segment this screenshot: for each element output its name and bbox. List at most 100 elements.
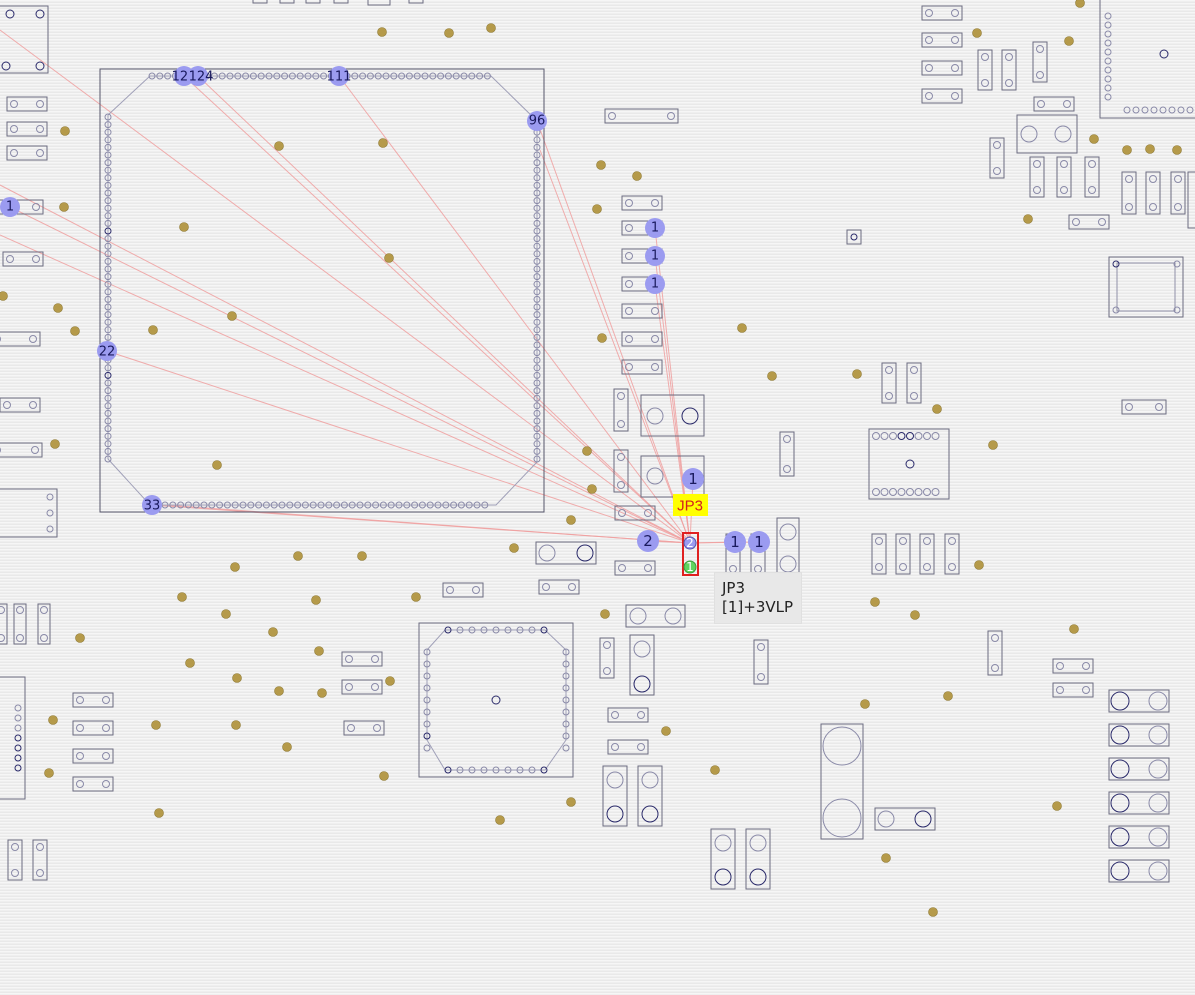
- pad: [528, 626, 536, 634]
- qfp-pin-33[interactable]: 33: [142, 495, 162, 515]
- left-cap-pin-2[interactable]: 2: [637, 530, 659, 552]
- jp3-selection-outline[interactable]: [682, 532, 699, 576]
- pad: [6, 255, 14, 263]
- pad: [533, 288, 541, 296]
- right-part-a-pin-1[interactable]: 1: [724, 531, 746, 553]
- resistor-outline: [921, 32, 963, 48]
- pad: [991, 634, 999, 642]
- pad: [533, 257, 541, 265]
- pad: [562, 696, 570, 704]
- ratsnest-line: [106, 350, 691, 544]
- via: [230, 562, 240, 572]
- pad: [1104, 57, 1112, 65]
- pad: [104, 136, 112, 144]
- resistor-c-pin-1[interactable]: 1: [645, 274, 665, 294]
- resistor-outline: [621, 331, 663, 347]
- qfp-pin-22[interactable]: 22: [97, 341, 117, 361]
- pad: [1072, 218, 1080, 226]
- pad: [104, 212, 112, 220]
- pad: [611, 711, 619, 719]
- pad: [456, 766, 464, 774]
- qfp-pin-96[interactable]: 96: [527, 111, 547, 131]
- resistor-outline: [1145, 171, 1161, 215]
- pad: [1132, 106, 1140, 114]
- via: [231, 720, 241, 730]
- via: [293, 551, 303, 561]
- pad: [242, 72, 250, 80]
- via: [852, 369, 862, 379]
- pad: [533, 181, 541, 189]
- ratsnest-line: [164, 504, 691, 544]
- via: [311, 595, 321, 605]
- via: [943, 691, 953, 701]
- crystal-outline: [640, 455, 705, 498]
- qfp-pin-111[interactable]: 111: [327, 66, 352, 86]
- jp3-pin-1[interactable]: 1: [683, 560, 697, 574]
- via: [1089, 134, 1099, 144]
- small-qfp-chamfer: [426, 629, 567, 771]
- pad: [885, 366, 893, 374]
- via: [212, 460, 222, 470]
- pad: [923, 432, 931, 440]
- pad: [877, 810, 895, 828]
- right-part-b-pin-1[interactable]: 1: [748, 531, 770, 553]
- pad: [262, 501, 270, 509]
- qfp-pin-124[interactable]: 124: [188, 66, 213, 86]
- pin-label-upper: 1: [688, 470, 698, 488]
- pad: [562, 684, 570, 692]
- upper-part-pin-1[interactable]: 1: [682, 468, 704, 490]
- pad: [36, 869, 44, 877]
- pad: [651, 307, 659, 315]
- pad: [633, 675, 651, 693]
- pad: [184, 501, 192, 509]
- pad: [429, 72, 437, 80]
- pad: [625, 335, 633, 343]
- resistor-outline: [753, 639, 769, 685]
- pad: [681, 407, 699, 425]
- pad: [226, 72, 234, 80]
- pad: [5, 9, 15, 19]
- pad: [104, 151, 112, 159]
- pad: [608, 112, 616, 120]
- jp3-component[interactable]: JP3 2 1: [673, 494, 708, 576]
- pad: [783, 435, 791, 443]
- pad: [923, 537, 931, 545]
- pad: [533, 387, 541, 395]
- pad: [10, 125, 18, 133]
- left-part-pin-1[interactable]: 1: [0, 197, 20, 217]
- resistor-b-pin-1[interactable]: 1: [645, 246, 665, 266]
- resistor-a-pin-1[interactable]: 1: [645, 218, 665, 238]
- pad: [104, 303, 112, 311]
- pad: [273, 72, 281, 80]
- via: [566, 515, 576, 525]
- pad: [472, 586, 480, 594]
- pad: [104, 273, 112, 281]
- pad: [104, 174, 112, 182]
- cap-outline: [629, 634, 655, 696]
- pin-label-right-b: 1: [754, 533, 764, 551]
- via: [48, 715, 58, 725]
- pad: [348, 501, 356, 509]
- jp3-pin-2[interactable]: 2: [683, 536, 697, 550]
- pad: [910, 366, 918, 374]
- pad: [1112, 260, 1120, 268]
- ic-outline: [1099, 0, 1195, 119]
- small-qfp-outline: [418, 622, 574, 778]
- pad: [533, 356, 541, 364]
- pad: [528, 766, 536, 774]
- pad: [325, 501, 333, 509]
- pad: [562, 672, 570, 680]
- pad: [897, 488, 906, 496]
- pad: [40, 634, 48, 642]
- via: [221, 609, 231, 619]
- pad: [533, 166, 541, 174]
- pad: [104, 409, 112, 417]
- tooltip-designator: JP3: [722, 579, 746, 597]
- pad: [104, 379, 112, 387]
- via: [282, 742, 292, 752]
- pad: [533, 447, 541, 455]
- pad: [1141, 106, 1149, 114]
- via: [154, 808, 164, 818]
